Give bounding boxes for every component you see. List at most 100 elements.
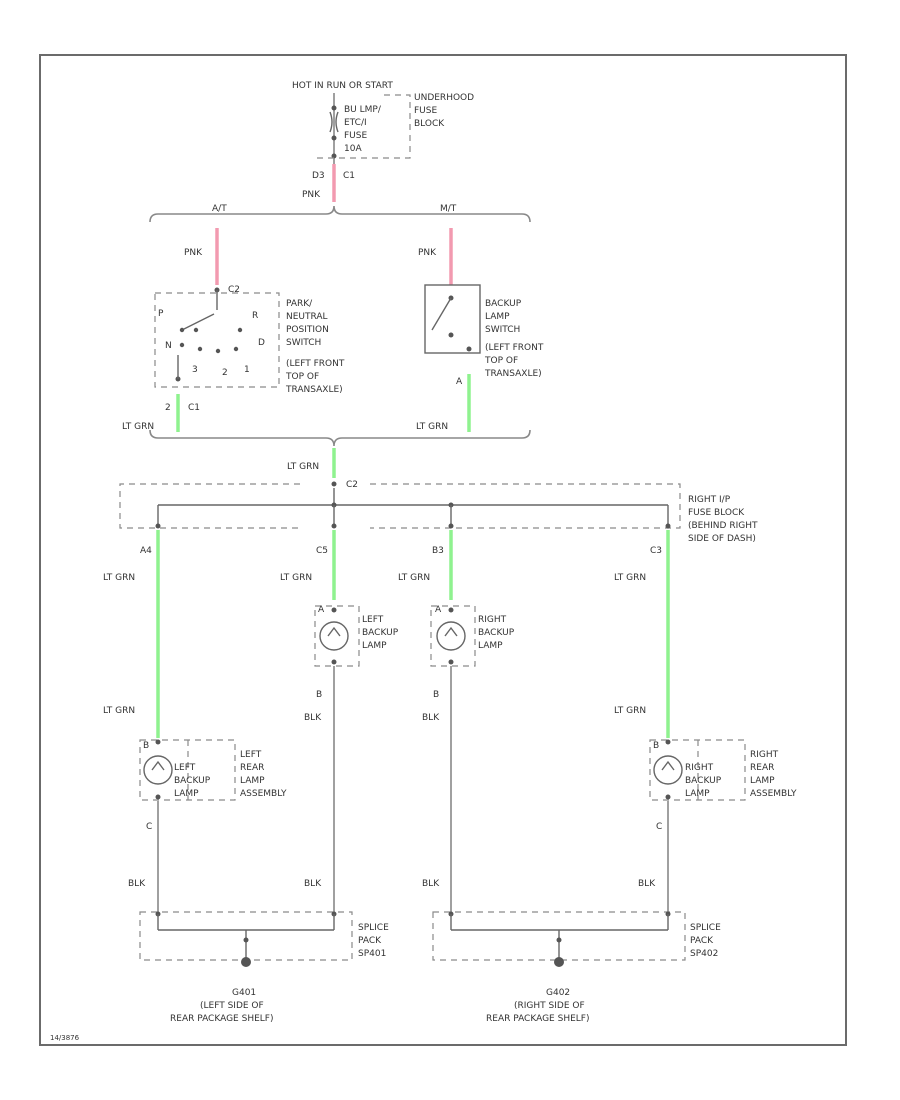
wire-c5-color: LT GRN [280, 573, 312, 583]
fuse-block-3: BLOCK [414, 119, 445, 129]
ip-top-pin: C2 [346, 480, 358, 490]
right-splice-3: SP402 [690, 949, 718, 959]
fuse-name-4: 10A [344, 144, 362, 154]
left-splice-3: SP401 [358, 949, 386, 959]
right-rear-lamp-3: LAMP [685, 789, 710, 799]
left-rear-pin-b: B [143, 741, 149, 751]
bls-label-6: TRANSAXLE) [484, 369, 542, 379]
ip-pin-a4: A4 [140, 546, 152, 556]
left-lamp-label-1: LEFT [362, 615, 384, 625]
right-rear-lamp-2: BACKUP [685, 776, 722, 786]
left-rear-asm-2: REAR [240, 763, 264, 773]
wire-c3-color-2: LT GRN [614, 706, 646, 716]
fuse-block-2: FUSE [414, 106, 437, 116]
branch-right-label: M/T [440, 204, 457, 214]
footer-code: 14/3876 [50, 1034, 80, 1042]
pnp-bottom-pin: C1 [188, 403, 200, 413]
bls-label-4: (LEFT FRONT [485, 343, 544, 353]
right-ground-3: REAR PACKAGE SHELF) [486, 1014, 589, 1024]
right-ground-2: (RIGHT SIDE OF [514, 1001, 585, 1011]
branch-wires: LT GRN LT GRN LT GRN LT GRN LT GRN LT GR… [103, 530, 670, 738]
right-rear-asm-1: RIGHT [750, 750, 779, 760]
transmission-branch: A/T M/T [149, 204, 531, 223]
pnp-wire-color: PNK [184, 248, 203, 258]
pnp-label-7: TRANSAXLE) [285, 385, 343, 395]
right-rear-lamp-assembly: B RIGHT BACKUP LAMP RIGHT REAR LAMP ASSE… [638, 739, 797, 912]
right-rear-gnd-wire: BLK [638, 879, 656, 889]
right-lamp-pin-b: B [433, 690, 439, 700]
right-rear-pin-c: C [656, 822, 662, 832]
left-rear-lamp-2: BACKUP [174, 776, 211, 786]
right-lamp-pin-a: A [435, 605, 442, 615]
ip-pin-c3: C3 [650, 546, 662, 556]
ip-pin-c5: C5 [316, 546, 328, 556]
fuse-name-1: BU LMP/ [344, 105, 382, 115]
wire-b3-color: LT GRN [398, 573, 430, 583]
wire-a4-color-2: LT GRN [103, 706, 135, 716]
bls-wire-color: PNK [418, 248, 437, 258]
left-rear-asm-3: LAMP [240, 776, 265, 786]
right-rear-lamp-1: RIGHT [685, 763, 714, 773]
right-splice-pack: SPLICE PACK SP402 G402 (RIGHT SIDE OF RE… [432, 911, 721, 1024]
pnp-top-pin: C2 [228, 285, 240, 295]
bls-label-1: BACKUP [485, 299, 522, 309]
bls-label-5: TOP OF [484, 356, 518, 366]
left-ground-2: (LEFT SIDE OF [200, 1001, 264, 1011]
power-header: HOT IN RUN OR START [292, 81, 393, 91]
left-rear-lamp-3: LAMP [174, 789, 199, 799]
right-lamp-gnd-wire-2: BLK [422, 879, 440, 889]
backup-lamp-switch: PNK BACKUP LAMP SWITCH (LEFT FRONT TOP O… [416, 228, 544, 432]
right-lamp-gnd-wire-1: BLK [422, 713, 440, 723]
right-rear-asm-3: LAMP [750, 776, 775, 786]
left-splice-pack: SPLICE PACK SP401 G401 (LEFT SIDE OF REA… [139, 911, 389, 1024]
ip-label-4: SIDE OF DASH) [688, 534, 756, 544]
pnp-pos-2: 2 [222, 368, 228, 378]
left-lamp-label-2: BACKUP [362, 628, 399, 638]
right-lamp-label-2: BACKUP [478, 628, 515, 638]
left-ground-1: G401 [232, 988, 256, 998]
pnp-label-5: (LEFT FRONT [286, 359, 345, 369]
left-lamp-label-3: LAMP [362, 641, 387, 651]
pnp-bottom-pin-num: 2 [165, 403, 171, 413]
pnp-label-2: NEUTRAL [286, 312, 328, 322]
left-rear-asm-4: ASSEMBLY [240, 789, 287, 799]
ip-in-wire: LT GRN [287, 462, 319, 472]
right-lamp-label-3: LAMP [478, 641, 503, 651]
wire-c3-color-1: LT GRN [614, 573, 646, 583]
fuse-block-1: UNDERHOOD [414, 93, 474, 103]
fuse-wire-color: PNK [302, 190, 321, 200]
right-ground-1: G402 [546, 988, 570, 998]
left-rear-pin-c: C [146, 822, 152, 832]
fuse-pin-left: D3 [312, 171, 325, 181]
merge-brace [149, 429, 531, 447]
left-lamp-gnd-wire-2: BLK [304, 879, 322, 889]
left-ground-3: REAR PACKAGE SHELF) [170, 1014, 273, 1024]
bls-pin: A [456, 377, 463, 387]
pnp-label-1: PARK/ [286, 299, 313, 309]
branch-left-label: A/T [212, 204, 227, 214]
right-splice-1: SPLICE [690, 923, 721, 933]
right-rear-pin-b: B [653, 741, 659, 751]
ip-pin-b3: B3 [432, 546, 444, 556]
pnp-label-4: SWITCH [286, 338, 321, 348]
left-rear-lamp-1: LEFT [174, 763, 196, 773]
fuse-pin-right: C1 [343, 171, 355, 181]
left-splice-2: PACK [358, 936, 382, 946]
park-neutral-switch: PNK C2 P R N D 3 2 1 PARK/ NEUTRAL POSIT… [122, 228, 345, 432]
ip-label-3: (BEHIND RIGHT [688, 521, 758, 531]
right-backup-lamp: A RIGHT BACKUP LAMP B BLK BLK [422, 605, 515, 912]
left-lamp-pin-a: A [318, 605, 325, 615]
left-backup-lamp: A LEFT BACKUP LAMP B BLK BLK [304, 605, 399, 912]
right-rear-asm-2: REAR [750, 763, 774, 773]
left-lamp-gnd-wire-1: BLK [304, 713, 322, 723]
pnp-pos-r: R [252, 311, 258, 321]
left-rear-gnd-wire: BLK [128, 879, 146, 889]
bls-label-3: SWITCH [485, 325, 520, 335]
pnp-out-wire: LT GRN [122, 422, 154, 432]
left-rear-lamp-assembly: B LEFT BACKUP LAMP LEFT REAR LAMP ASSEMB… [128, 739, 287, 912]
left-rear-asm-1: LEFT [240, 750, 262, 760]
pnp-pos-n: N [165, 341, 172, 351]
diagram-frame [39, 54, 847, 1046]
ip-label-2: FUSE BLOCK [688, 508, 745, 518]
